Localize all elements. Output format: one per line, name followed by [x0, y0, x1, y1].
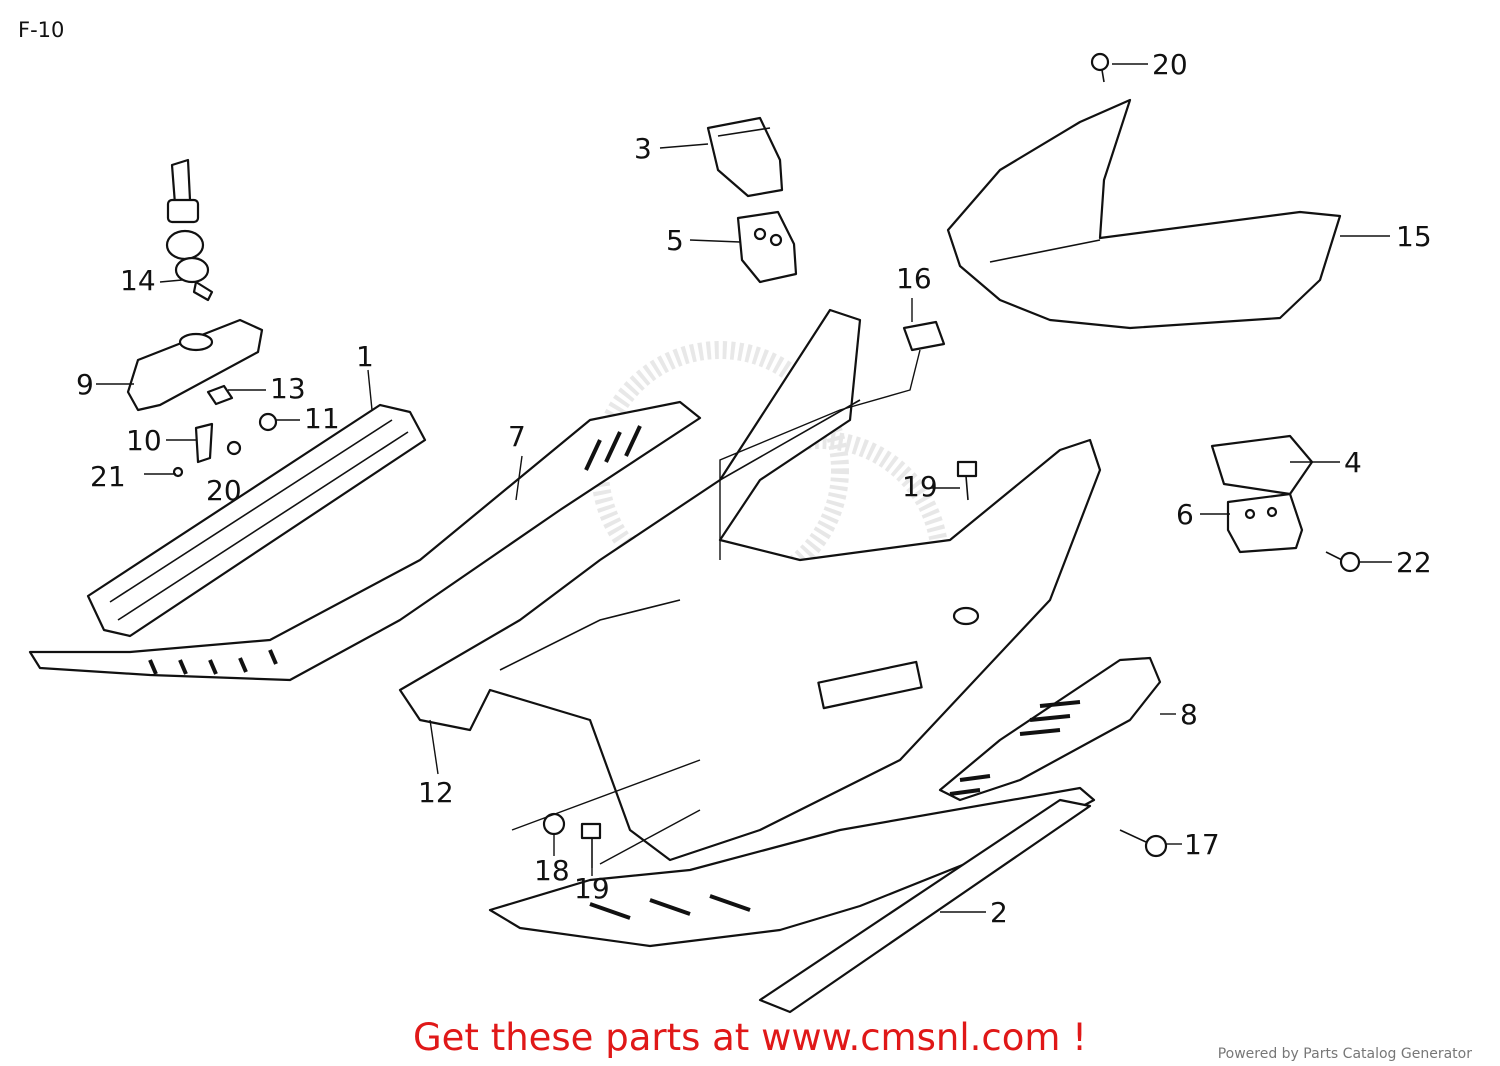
screw-20-part[interactable]: [1090, 52, 1110, 83]
callout-17: 17: [1184, 828, 1220, 861]
callout-21: 21: [90, 460, 126, 493]
callout-9: 9: [76, 368, 94, 401]
page-title: F-10: [18, 18, 65, 42]
callout-7: 7: [508, 420, 526, 453]
inner-rail-part[interactable]: [86, 403, 427, 638]
rear-cover-part[interactable]: [946, 98, 1342, 330]
callout-16: 16: [896, 262, 932, 295]
screw-17-part[interactable]: [1119, 829, 1168, 858]
callout-19-upper: 19: [902, 470, 938, 503]
bracket-4-part[interactable]: [1210, 434, 1314, 496]
lower-rail-part[interactable]: [488, 786, 1096, 1014]
callout-labels: 1 2 3 4 5 6 7 8 9 10 11 12 13 14 15 16 1…: [76, 48, 1432, 929]
callout-11: 11: [304, 402, 340, 435]
right-floor-skirt-part[interactable]: [938, 656, 1162, 802]
callout-2: 2: [990, 896, 1008, 929]
callout-1: 1: [356, 340, 374, 373]
leader-lines: [96, 63, 1392, 913]
left-floor-skirt-part[interactable]: [28, 400, 702, 682]
bolt-19-lower-part[interactable]: [580, 822, 602, 868]
callout-14: 14: [120, 264, 156, 297]
callout-22: 22: [1396, 546, 1432, 579]
callout-15: 15: [1396, 220, 1432, 253]
label-16-part[interactable]: [902, 320, 946, 352]
callout-20-upper: 20: [1152, 48, 1188, 81]
callout-6: 6: [1176, 498, 1194, 531]
callout-19-lower: 19: [574, 872, 610, 905]
small-clips-group[interactable]: [172, 384, 278, 478]
callout-13: 13: [270, 372, 306, 405]
callout-20-lower: 20: [206, 474, 242, 507]
callout-5: 5: [666, 224, 684, 257]
callout-8: 8: [1180, 698, 1198, 731]
callout-3: 3: [634, 132, 652, 165]
screw-22-part[interactable]: [1325, 551, 1361, 573]
callout-18: 18: [534, 854, 570, 887]
bracket-6-part[interactable]: [1226, 492, 1304, 554]
callout-12: 12: [418, 776, 454, 809]
bracket-3-part[interactable]: [706, 116, 784, 198]
center-floor-panel-part[interactable]: [398, 308, 1102, 862]
key-switch-part[interactable]: [165, 158, 214, 302]
lock-cover-part[interactable]: [126, 318, 264, 412]
promo-link[interactable]: Get these parts at www.cmsnl.com !: [412, 1016, 1087, 1059]
bracket-5-part[interactable]: [736, 210, 798, 284]
callout-10: 10: [126, 424, 162, 457]
generator-credit: Powered by Parts Catalog Generator: [1217, 1046, 1472, 1062]
callout-4: 4: [1344, 446, 1362, 479]
bolt-19-upper-part[interactable]: [956, 460, 978, 501]
